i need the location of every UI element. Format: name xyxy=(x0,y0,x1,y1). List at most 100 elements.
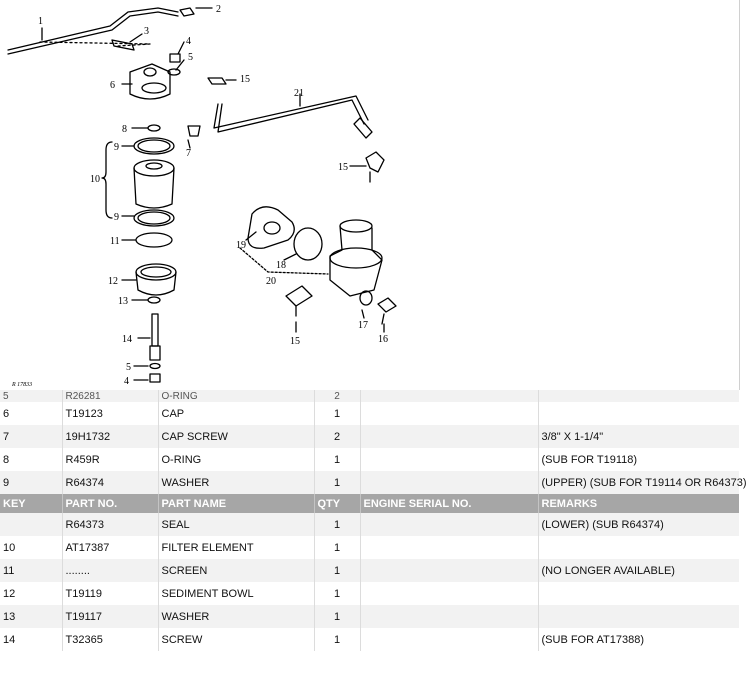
key-cell: 9 xyxy=(0,471,63,494)
remarks-cell xyxy=(538,390,739,402)
fitting-15-top xyxy=(207,77,227,85)
callout-1: 1 xyxy=(38,16,43,27)
callout-13: 13 xyxy=(118,296,128,307)
part-no-cell: T19117 xyxy=(62,605,159,628)
screw-14 xyxy=(151,313,159,347)
callout-15-right: 15 xyxy=(338,162,348,173)
header-qty: QTY xyxy=(314,494,361,513)
part-no-cell: R64373 xyxy=(62,513,159,536)
exploded-view-drawing: 1 2 3 4 5 6 15 21 8 7 9 10 9 11 15 19 18… xyxy=(7,4,397,388)
part-name-cell: FILTER ELEMENT xyxy=(158,536,315,559)
qty-cell: 1 xyxy=(314,402,361,425)
part-no-cell: 19H1732 xyxy=(62,425,159,448)
callout-5-bottom: 5 xyxy=(126,362,131,373)
part-name-cell: SCREEN xyxy=(158,559,315,582)
filter-element xyxy=(133,167,175,209)
header-engine-serial: ENGINE SERIAL NO. xyxy=(360,494,539,513)
engine-serial-cell xyxy=(360,513,539,536)
qty-cell: 2 xyxy=(314,425,361,448)
screen xyxy=(135,232,173,248)
key-cell: 12 xyxy=(0,582,63,605)
remarks-cell: (UPPER) (SUB FOR T19114 OR R64373) xyxy=(538,471,747,494)
part-no-cell: ........ xyxy=(62,559,159,582)
qty-cell: 2 xyxy=(314,390,361,402)
key-cell: 7 xyxy=(0,425,63,448)
elbow-fitting xyxy=(179,7,195,17)
header-remarks: REMARKS xyxy=(538,494,739,513)
callout-4: 4 xyxy=(186,36,191,47)
fitting-15-right xyxy=(365,151,385,173)
callout-7: 7 xyxy=(186,148,191,159)
remarks-cell: (SUB FOR AT17388) xyxy=(538,628,739,651)
remarks-cell: 3/8" X 1-1/4" xyxy=(538,425,739,448)
part-name-cell: CAP xyxy=(158,402,315,425)
oring-5-top xyxy=(167,68,181,76)
engine-serial-cell xyxy=(360,425,539,448)
gasket xyxy=(247,206,295,249)
bolt-16 xyxy=(377,297,397,313)
washer-lower xyxy=(133,209,175,227)
key-cell xyxy=(0,513,63,536)
sediment-bowl xyxy=(135,271,177,296)
callout-10: 10 xyxy=(90,174,100,185)
callout-8: 8 xyxy=(122,124,127,135)
callout-21: 21 xyxy=(294,88,304,99)
engine-serial-cell xyxy=(360,628,539,651)
callout-2: 2 xyxy=(216,4,221,15)
key-cell: 5 xyxy=(0,390,63,402)
key-cell: 11 xyxy=(0,559,63,582)
washer-13 xyxy=(147,296,161,304)
engine-serial-cell xyxy=(360,471,539,494)
part-name-cell: SEDIMENT BOWL xyxy=(158,582,315,605)
part-no-cell: R459R xyxy=(62,448,159,471)
oring-5-bottom xyxy=(149,362,161,370)
pump-seal xyxy=(293,227,323,261)
table-header-row: KEY PART NO. PART NAME QTY ENGINE SERIAL… xyxy=(0,494,739,513)
part-no-cell: T32365 xyxy=(62,628,159,651)
qty-cell: 1 xyxy=(314,559,361,582)
qty-cell: 1 xyxy=(314,448,361,471)
bolt-head-4 xyxy=(169,53,181,63)
parts-diagram: 1 2 3 4 5 6 15 21 8 7 9 10 9 11 15 19 18… xyxy=(7,0,740,390)
qty-cell: 1 xyxy=(314,471,361,494)
header-part-name: PART NAME xyxy=(158,494,315,513)
callout-20: 20 xyxy=(266,276,276,287)
header-part-no: PART NO. xyxy=(62,494,159,513)
remarks-cell xyxy=(538,582,739,605)
qty-cell: 1 xyxy=(314,605,361,628)
remarks-cell: (SUB FOR T19118) xyxy=(538,448,739,471)
fuel-pump xyxy=(329,225,383,297)
part-name-cell: WASHER xyxy=(158,605,315,628)
engine-serial-cell xyxy=(360,402,539,425)
callout-6: 6 xyxy=(110,80,115,91)
callout-12: 12 xyxy=(108,276,118,287)
callout-17: 17 xyxy=(358,320,368,331)
remarks-cell xyxy=(538,605,739,628)
header-key: KEY xyxy=(0,494,63,513)
oring-8 xyxy=(147,124,161,132)
figure-id: R 17833 xyxy=(11,382,32,388)
remarks-cell: (LOWER) (SUB R64374) xyxy=(538,513,739,536)
qty-cell: 1 xyxy=(314,628,361,651)
callout-11: 11 xyxy=(110,236,120,247)
callout-18: 18 xyxy=(276,260,286,271)
nut-17 xyxy=(359,290,373,306)
callout-15: 15 xyxy=(240,74,250,85)
remarks-cell xyxy=(538,536,739,559)
part-name-cell: SEAL xyxy=(158,513,315,536)
engine-serial-cell xyxy=(360,605,539,628)
part-name-cell: CAP SCREW xyxy=(158,425,315,448)
callout-19: 19 xyxy=(236,240,246,251)
fitting-15-lower xyxy=(285,285,313,307)
engine-serial-cell xyxy=(360,390,539,402)
part-name-cell: WASHER xyxy=(158,471,315,494)
part-no-cell: AT17387 xyxy=(62,536,159,559)
